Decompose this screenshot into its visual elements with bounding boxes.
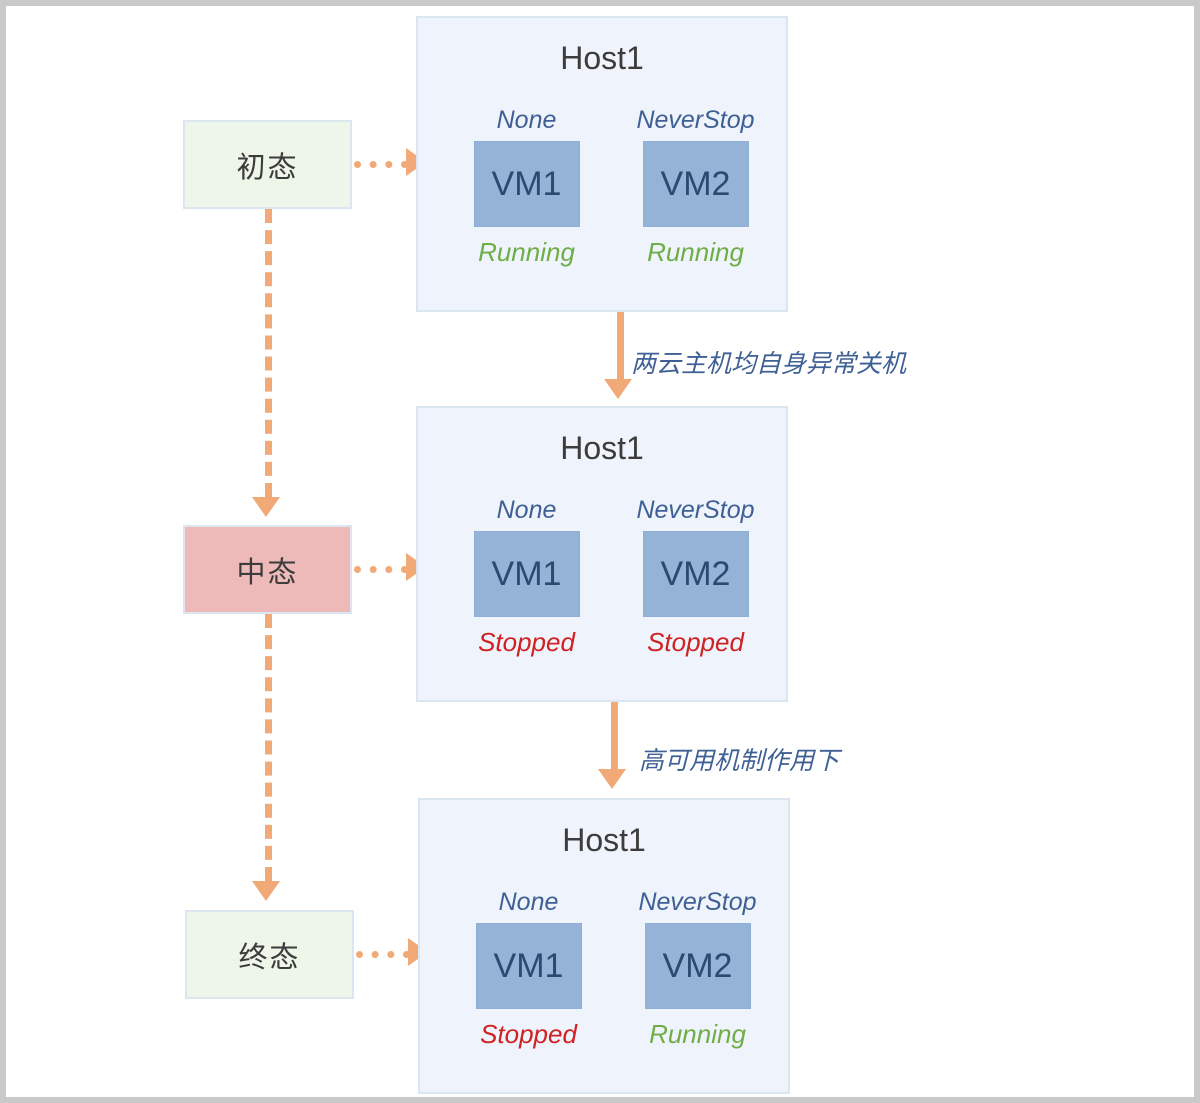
vm-chip-1-1[interactable]: VM1 <box>473 141 580 227</box>
vm-card-1-2[interactable]: NeverStop VM2 Running <box>623 106 768 268</box>
vm-status-1-2: Running <box>647 237 744 267</box>
vm-status-3-1: Stopped <box>480 1019 577 1049</box>
host-title-1: Host1 <box>560 40 644 76</box>
connector-host2-to-host3 <box>611 702 618 769</box>
vm-status-3-2: Running <box>649 1019 746 1049</box>
vm-card-1-1[interactable]: None VM1 Running <box>454 106 599 268</box>
vm-chip-1-2[interactable]: VM2 <box>642 141 749 227</box>
connector-host1-to-host2 <box>617 312 624 379</box>
host-title-2: Host1 <box>560 430 644 466</box>
vm-policy-1-2: NeverStop <box>636 106 755 134</box>
vm-chip-2-1[interactable]: VM1 <box>473 531 580 617</box>
vm-policy-3-1: None <box>498 888 559 916</box>
host-title-3: Host1 <box>562 822 646 858</box>
vm-policy-2-1: None <box>496 496 557 524</box>
vm-status-2-1: Stopped <box>478 627 575 657</box>
host-stage-2[interactable]: Host1 None VM1 Stopped NeverStop VM2 Sto… <box>416 406 788 702</box>
vm-card-3-1[interactable]: None VM1 Stopped <box>456 888 601 1050</box>
state-box-init[interactable]: 初态 <box>183 120 352 209</box>
vm-chip-2-2[interactable]: VM2 <box>642 531 749 617</box>
vm-chip-3-1[interactable]: VM1 <box>475 923 582 1009</box>
transition-label-2: 高可用机制作用下 <box>639 747 840 775</box>
state-label-mid: 中态 <box>236 556 299 589</box>
connector-final-to-host3 <box>356 951 410 958</box>
vm-card-3-2[interactable]: NeverStop VM2 Running <box>625 888 770 1050</box>
transition-label-1: 两云主机均自身异常关机 <box>631 350 907 378</box>
state-box-mid[interactable]: 中态 <box>183 525 352 614</box>
connector-mid-to-host2 <box>354 566 408 573</box>
arrowhead-host1-to-host2 <box>604 379 632 399</box>
connector-init-to-mid <box>265 209 272 497</box>
state-label-init: 初态 <box>236 151 299 184</box>
connector-init-to-host1 <box>354 161 408 168</box>
vm-card-2-2[interactable]: NeverStop VM2 Stopped <box>623 496 768 658</box>
arrowhead-mid-to-final <box>252 881 280 901</box>
connector-mid-to-final <box>265 614 272 881</box>
state-label-final: 终态 <box>238 941 301 974</box>
arrowhead-init-to-mid <box>252 497 280 517</box>
vm-card-2-1[interactable]: None VM1 Stopped <box>454 496 599 658</box>
vm-chip-3-2[interactable]: VM2 <box>644 923 751 1009</box>
vm-status-1-1: Running <box>478 237 575 267</box>
host-stage-1[interactable]: Host1 None VM1 Running NeverStop VM2 Run… <box>416 16 788 312</box>
host-stage-3[interactable]: Host1 None VM1 Stopped NeverStop VM2 Run… <box>418 798 790 1094</box>
vm-policy-1-1: None <box>496 106 557 134</box>
vm-policy-2-2: NeverStop <box>636 496 755 524</box>
vm-status-2-2: Stopped <box>647 627 744 657</box>
state-box-final[interactable]: 终态 <box>185 910 354 999</box>
vm-policy-3-2: NeverStop <box>638 888 757 916</box>
arrowhead-host2-to-host3 <box>598 769 626 789</box>
